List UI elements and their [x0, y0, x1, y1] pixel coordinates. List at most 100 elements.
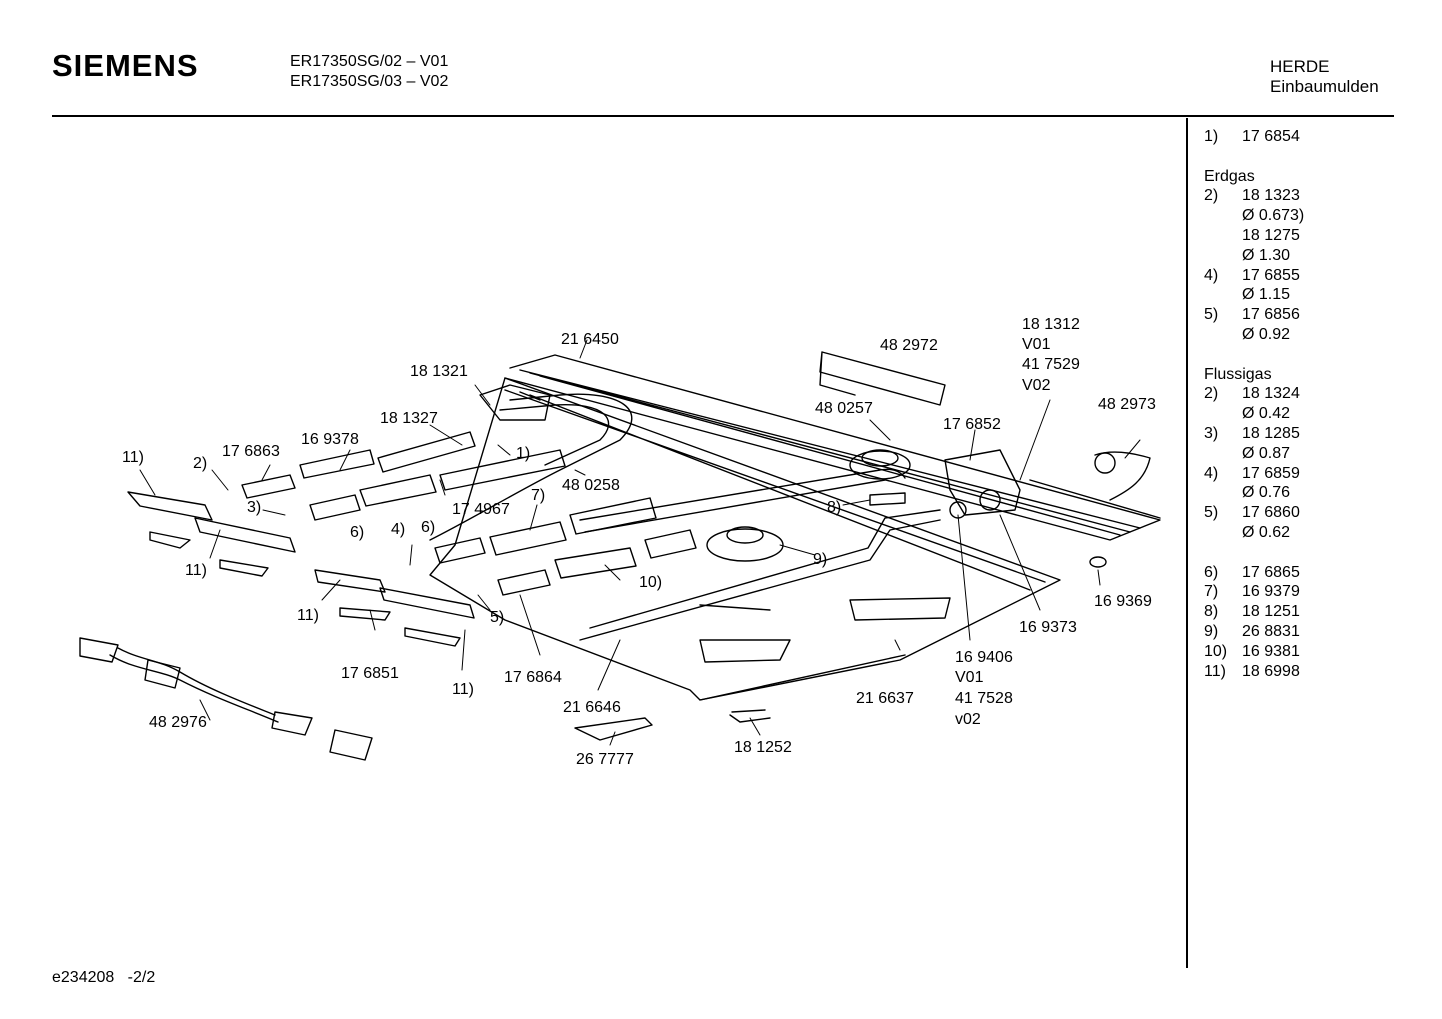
part-label: 41 7528: [955, 690, 1013, 707]
legend-part: 17 6865: [1242, 563, 1300, 581]
legend-group-title: Flussigas: [1204, 365, 1272, 383]
legend-part: 17 6854: [1242, 128, 1300, 145]
part-label: 11): [297, 607, 319, 624]
part-label: 21 6637: [856, 690, 914, 707]
base-tray: [429, 377, 1061, 701]
legend-part: 18 1285: [1242, 424, 1300, 442]
gas-pipe-21-6450: [429, 393, 633, 541]
part-label: 17 4967: [452, 501, 510, 518]
legend-row: 5) 17 6856 Ø 0.92: [1204, 305, 1304, 345]
screw-18-1252: [729, 709, 771, 723]
part-label: 18 1312: [1022, 316, 1080, 333]
tube-set: [299, 431, 697, 579]
legend-diameter: Ø 0.92: [1242, 325, 1291, 343]
part-label: 11): [122, 449, 144, 466]
legend-diameter: Ø 0.87: [1242, 444, 1291, 462]
document-id: e234208: [52, 969, 115, 986]
gas-pipe-21-6646: [579, 509, 941, 641]
legend-diameter: Ø 1.30: [1242, 246, 1291, 264]
part-label: v02: [955, 711, 981, 728]
leader-lines: [139, 339, 1141, 746]
wiring-harness: [79, 637, 373, 761]
part-label: 41 7529: [1022, 356, 1080, 373]
legend-row: 2) 18 1324 Ø 0.42: [1204, 384, 1304, 424]
legend-row: 4) 17 6859 Ø 0.76: [1204, 464, 1304, 504]
legend-ref: 4): [1204, 266, 1219, 284]
connector-8: [869, 492, 906, 506]
coupler-17-6863: [241, 474, 296, 499]
burner-mount-26-8831: [706, 528, 784, 562]
gas-pipe-48-0258: [579, 468, 906, 533]
part-label: 21 6450: [561, 331, 619, 348]
legend-diameter: Ø 0.62: [1242, 523, 1291, 541]
legend-part: 18 1324: [1242, 385, 1300, 403]
part-label: 9): [813, 551, 827, 568]
part-label: 16 9378: [301, 431, 359, 448]
legend-ref: 5): [1204, 504, 1219, 522]
legend-ref: 2): [1204, 187, 1219, 205]
part-label: 21 6646: [563, 699, 621, 716]
page-footer: e234208 -2/2: [52, 969, 155, 987]
legend-row: 7) 16 9379: [1204, 582, 1304, 602]
legend-diameter: Ø 1.15: [1242, 286, 1291, 304]
coupler-17-6864: [497, 569, 551, 596]
legend-part: 16 9381: [1242, 642, 1300, 660]
part-label: 3): [247, 499, 261, 516]
legend-ref: 3): [1204, 424, 1219, 442]
model-list: ER17350SG/02 – V01 ER17350SG/03 – V02: [290, 52, 448, 92]
part-label: 7): [531, 487, 545, 504]
legend-part: 26 8831: [1242, 622, 1300, 640]
part-label: 48 2972: [880, 337, 938, 354]
legend-part: 17 6856: [1242, 306, 1300, 324]
legend-part: 18 1251: [1242, 603, 1300, 621]
brand-logo: SIEMENS: [52, 48, 199, 83]
part-label: V01: [1022, 336, 1051, 353]
part-label: 1): [516, 445, 530, 462]
legend-ref: 9): [1204, 622, 1219, 640]
back-rail: [504, 354, 1161, 541]
legend-ref: 8): [1204, 603, 1219, 621]
ignition-module: [819, 351, 946, 406]
part-label: V02: [1022, 377, 1051, 394]
legend-diameter: Ø 0.76: [1242, 484, 1291, 502]
part-label: 16 9406: [955, 649, 1013, 666]
part-label: 8): [827, 499, 841, 516]
part-label: 16 9373: [1019, 619, 1077, 636]
page-number: -2/2: [127, 969, 156, 986]
burner-mount-48-0257: [849, 450, 911, 480]
part-label: 48 2973: [1098, 396, 1156, 413]
part-label: 11): [185, 562, 207, 579]
legend-part: 18 1275: [1242, 226, 1300, 244]
legend-ref: 5): [1204, 306, 1219, 324]
model-line: ER17350SG/02 – V01: [290, 53, 449, 70]
legend-row: 2) 18 1323 Ø 0.673) 18 1275 Ø 1.30: [1204, 186, 1304, 265]
legend-ref: 4): [1204, 464, 1219, 482]
legend-row: 6) 17 6865: [1204, 563, 1304, 583]
legend-ref: 1): [1204, 128, 1219, 145]
part-label: 26 7777: [576, 751, 634, 768]
ignition-cable: [1094, 451, 1151, 501]
legend-part: 18 6998: [1242, 662, 1300, 680]
valve-block: [944, 449, 1021, 516]
header-divider: [52, 115, 1394, 117]
part-label: 2): [193, 455, 207, 472]
burner-bracket: [479, 384, 551, 421]
category-block: HERDE Einbaumulden: [1270, 57, 1379, 97]
legend-row: 9) 26 8831: [1204, 622, 1304, 642]
diagram-artwork: [79, 339, 1161, 761]
bracket-26-7777: [574, 717, 653, 741]
category-title: HERDE: [1270, 57, 1330, 76]
legend-diameter: Ø 0.673): [1242, 207, 1305, 225]
legend-ref: 7): [1204, 583, 1219, 601]
legend-part: 17 6860: [1242, 504, 1300, 522]
parts-legend: 1) 17 6854 Erdgas 2) 18 1323 Ø 0.673) 18…: [1204, 127, 1304, 681]
part-label: 18 1252: [734, 739, 792, 756]
legend-group-title: Erdgas: [1204, 167, 1255, 185]
legend-ref: 6): [1204, 563, 1219, 581]
part-label: V01: [955, 669, 984, 686]
legend-ref: 10): [1204, 642, 1228, 660]
legend-row: 8) 18 1251: [1204, 602, 1304, 622]
part-label: 10): [639, 574, 662, 591]
legend-row: 3) 18 1285 Ø 0.87: [1204, 424, 1304, 464]
